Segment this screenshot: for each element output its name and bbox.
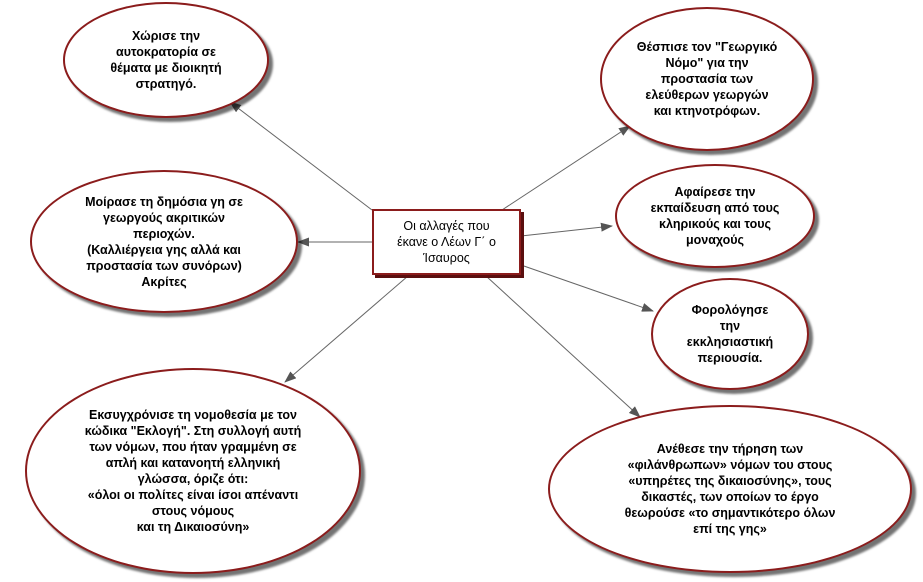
node-paideia-text: Αφαίρεσε την εκπαίδευση από τους κληρικο… bbox=[650, 185, 780, 247]
node-paideia: Αφαίρεσε την εκπαίδευση από τους κληρικο… bbox=[615, 164, 815, 268]
arrow-to-georgikos bbox=[501, 125, 631, 211]
arrow-to-filanthropoi bbox=[485, 275, 641, 418]
node-georgikos: Θέσπισε τον "Γεωργικό Νόμο" για την προσ… bbox=[600, 7, 814, 151]
node-themata: Χώρισε την αυτοκρατορία σε θέματα με διο… bbox=[63, 2, 269, 118]
arrow-to-ekloge bbox=[284, 275, 409, 383]
node-forologia: Φορολόγησε την εκκλησιαστική περιουσία. bbox=[651, 278, 809, 390]
node-georgikos-text: Θέσπισε τον "Γεωργικό Νόμο" για την προσ… bbox=[636, 40, 778, 118]
node-forologia-text: Φορολόγησε την εκκλησιαστική περιουσία. bbox=[686, 303, 774, 365]
center-node-text: Οι αλλαγές που έκανε ο Λέων Γ΄ ο Ίσαυρος bbox=[397, 219, 496, 265]
node-ekloge: Εκσυγχρόνισε τη νομοθεσία με τον κώδικα … bbox=[25, 368, 361, 574]
center-node: Οι αλλαγές που έκανε ο Λέων Γ΄ ο Ίσαυρος bbox=[372, 209, 521, 275]
arrow-to-paideia bbox=[520, 222, 613, 237]
node-akrites: Μοίρασε τη δημόσια γη σε γεωργούς ακριτι… bbox=[30, 170, 298, 313]
node-themata-text: Χώρισε την αυτοκρατορία σε θέματα με διο… bbox=[110, 29, 222, 91]
node-filanthropoi: Ανέθεσε την τήρηση των «φιλάνθρωπων» νόμ… bbox=[548, 405, 912, 573]
node-akrites-text: Μοίρασε τη δημόσια γη σε γεωργούς ακριτι… bbox=[85, 194, 243, 289]
node-ekloge-text: Εκσυγχρόνισε τη νομοθεσία με τον κώδικα … bbox=[84, 408, 302, 534]
arrow-to-themata bbox=[229, 101, 373, 211]
arrow-to-forologia bbox=[520, 264, 654, 312]
node-filanthropoi-text: Ανέθεσε την τήρηση των «φιλάνθρωπων» νόμ… bbox=[624, 442, 836, 536]
